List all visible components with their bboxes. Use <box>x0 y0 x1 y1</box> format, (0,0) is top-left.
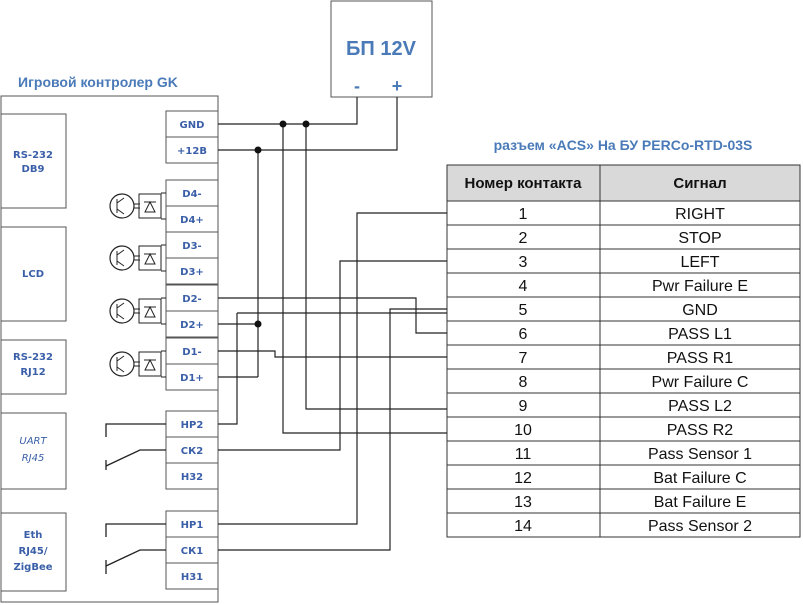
table-row: 4 Pwr Failure E <box>447 272 800 295</box>
table-row: 8 Pwr Failure C <box>447 368 800 391</box>
table-cell-contact: 11 <box>515 446 532 463</box>
table-cell-signal: Pass Sensor 2 <box>648 518 752 535</box>
pin-d1-minus: D1- <box>182 347 201 358</box>
module-rs232-db9: RS-232 DB9 <box>0 113 67 209</box>
pin-d2-plus: D2+ <box>180 320 204 331</box>
table-cell-signal: Pwr Failure C <box>652 374 749 391</box>
table-cell-contact: 10 <box>514 422 532 439</box>
pin-sk2: СК2 <box>181 446 204 457</box>
terminal-relay2: НР2 СК2 Н32 <box>165 410 219 490</box>
table-cell-signal: Bat Failure C <box>653 470 746 487</box>
table-row: 14 Pass Sensor 2 <box>447 512 800 535</box>
terminal-d4: D4- D4+ <box>165 179 219 233</box>
table-cell-signal: LEFT <box>680 254 719 271</box>
table-header-signal: Сигнал <box>673 175 726 192</box>
connector-title: разъем «ACS» На БУ PERCo-RTD-03S <box>494 137 753 153</box>
svg-text:RJ45/: RJ45/ <box>19 546 48 557</box>
svg-text:ZigBee: ZigBee <box>13 562 52 573</box>
svg-text:LCD: LCD <box>22 269 44 280</box>
optocoupler-icon <box>109 244 166 272</box>
table-cell-signal: PASS R1 <box>667 350 734 367</box>
pin-nr1: НР1 <box>181 520 204 531</box>
table-cell-signal: PASS R2 <box>667 422 734 439</box>
table-cell-contact: 3 <box>519 254 528 271</box>
table-cell-signal: RIGHT <box>675 206 725 223</box>
table-row: 11 Pass Sensor 1 <box>447 440 800 463</box>
optocoupler-icon <box>109 297 166 325</box>
svg-text:RS-232: RS-232 <box>13 352 53 363</box>
power-supply: БП 12V - + <box>330 0 433 98</box>
table-cell-contact: 1 <box>519 206 528 223</box>
svg-text:DB9: DB9 <box>22 164 45 175</box>
table-cell-contact: 7 <box>519 350 528 367</box>
relay-contact-icon <box>105 423 166 470</box>
pin-nz1: Н31 <box>181 572 203 583</box>
table-cell-signal: PASS L1 <box>668 326 732 343</box>
terminal-d2: D2- D2+ <box>165 284 219 338</box>
pin-d1-plus: D1+ <box>180 373 204 384</box>
table-cell-signal: STOP <box>678 230 721 247</box>
pin-d3-plus: D3+ <box>180 267 204 278</box>
pin-gnd: GND <box>180 120 205 131</box>
table-row: 12 Bat Failure C <box>447 464 800 487</box>
table-cell-contact: 8 <box>519 374 528 391</box>
relay-contact-icon <box>105 523 166 574</box>
terminal-d3: D3- D3+ <box>165 231 219 285</box>
module-lcd: LCD <box>0 226 67 322</box>
table-cell-contact: 14 <box>514 518 532 535</box>
table-row: 3 LEFT <box>447 248 800 271</box>
pin-d4-minus: D4- <box>182 189 201 200</box>
table-header-contact: Номер контакта <box>465 175 583 192</box>
terminal-power: GND +12В <box>165 110 219 164</box>
svg-text:RJ12: RJ12 <box>20 367 45 378</box>
svg-text:Eth: Eth <box>24 530 43 541</box>
optocoupler-icon <box>109 192 166 220</box>
module-uart-rj45: UART RJ45 <box>0 412 67 490</box>
pin-d2-minus: D2- <box>182 294 201 305</box>
table-cell-signal: Bat Failure E <box>654 494 746 511</box>
table-row: 1 RIGHT <box>519 206 726 223</box>
table-cell-signal: Pwr Failure E <box>652 278 748 295</box>
psu-plus: + <box>392 76 403 96</box>
terminal-relay1: НР1 СК1 Н31 <box>165 510 219 590</box>
controller-title: Игровой контролер GK <box>18 74 178 90</box>
table-row: 5 GND <box>447 296 800 319</box>
table-cell-signal: Pass Sensor 1 <box>648 446 752 463</box>
junction-dots <box>254 120 310 328</box>
pin-d4-plus: D4+ <box>180 215 204 226</box>
table-row: 9 PASS L2 <box>447 392 800 415</box>
table-cell-signal: PASS L2 <box>668 398 732 415</box>
table-row: 10 PASS R2 <box>447 416 800 439</box>
psu-title: БП 12V <box>346 38 417 60</box>
pin-nz2: Н32 <box>181 472 203 483</box>
svg-text:RJ45: RJ45 <box>22 453 45 464</box>
svg-text:UART: UART <box>19 436 47 447</box>
table-cell-contact: 2 <box>519 230 528 247</box>
table-cell-signal: GND <box>682 302 718 319</box>
pin-d3-minus: D3- <box>182 241 201 252</box>
pin-12v: +12В <box>177 146 207 157</box>
terminal-d1: D1- D1+ <box>165 337 219 391</box>
table-cell-contact: 5 <box>519 302 528 319</box>
table-cell-contact: 13 <box>514 494 532 511</box>
optocoupler-icon <box>109 350 166 378</box>
table-cell-contact: 4 <box>519 278 528 295</box>
table-cell-contact: 12 <box>514 470 532 487</box>
pin-nr2: НР2 <box>181 420 204 431</box>
table-row: 6 PASS L1 <box>447 320 800 343</box>
table-row: 7 PASS R1 <box>447 344 800 367</box>
psu-minus: - <box>354 76 360 96</box>
table-row: 13 Bat Failure E <box>447 488 800 511</box>
table-row: 2 STOP <box>447 224 800 247</box>
svg-text:RS-232: RS-232 <box>13 150 53 161</box>
table-cell-contact: 6 <box>519 326 528 343</box>
pin-sk1: СК1 <box>181 546 204 557</box>
table-cell-contact: 9 <box>519 398 528 415</box>
module-eth-zigbee: Eth RJ45/ ZigBee <box>0 512 67 592</box>
wires <box>218 97 447 551</box>
module-rs232-rj12: RS-232 RJ12 <box>0 339 67 395</box>
